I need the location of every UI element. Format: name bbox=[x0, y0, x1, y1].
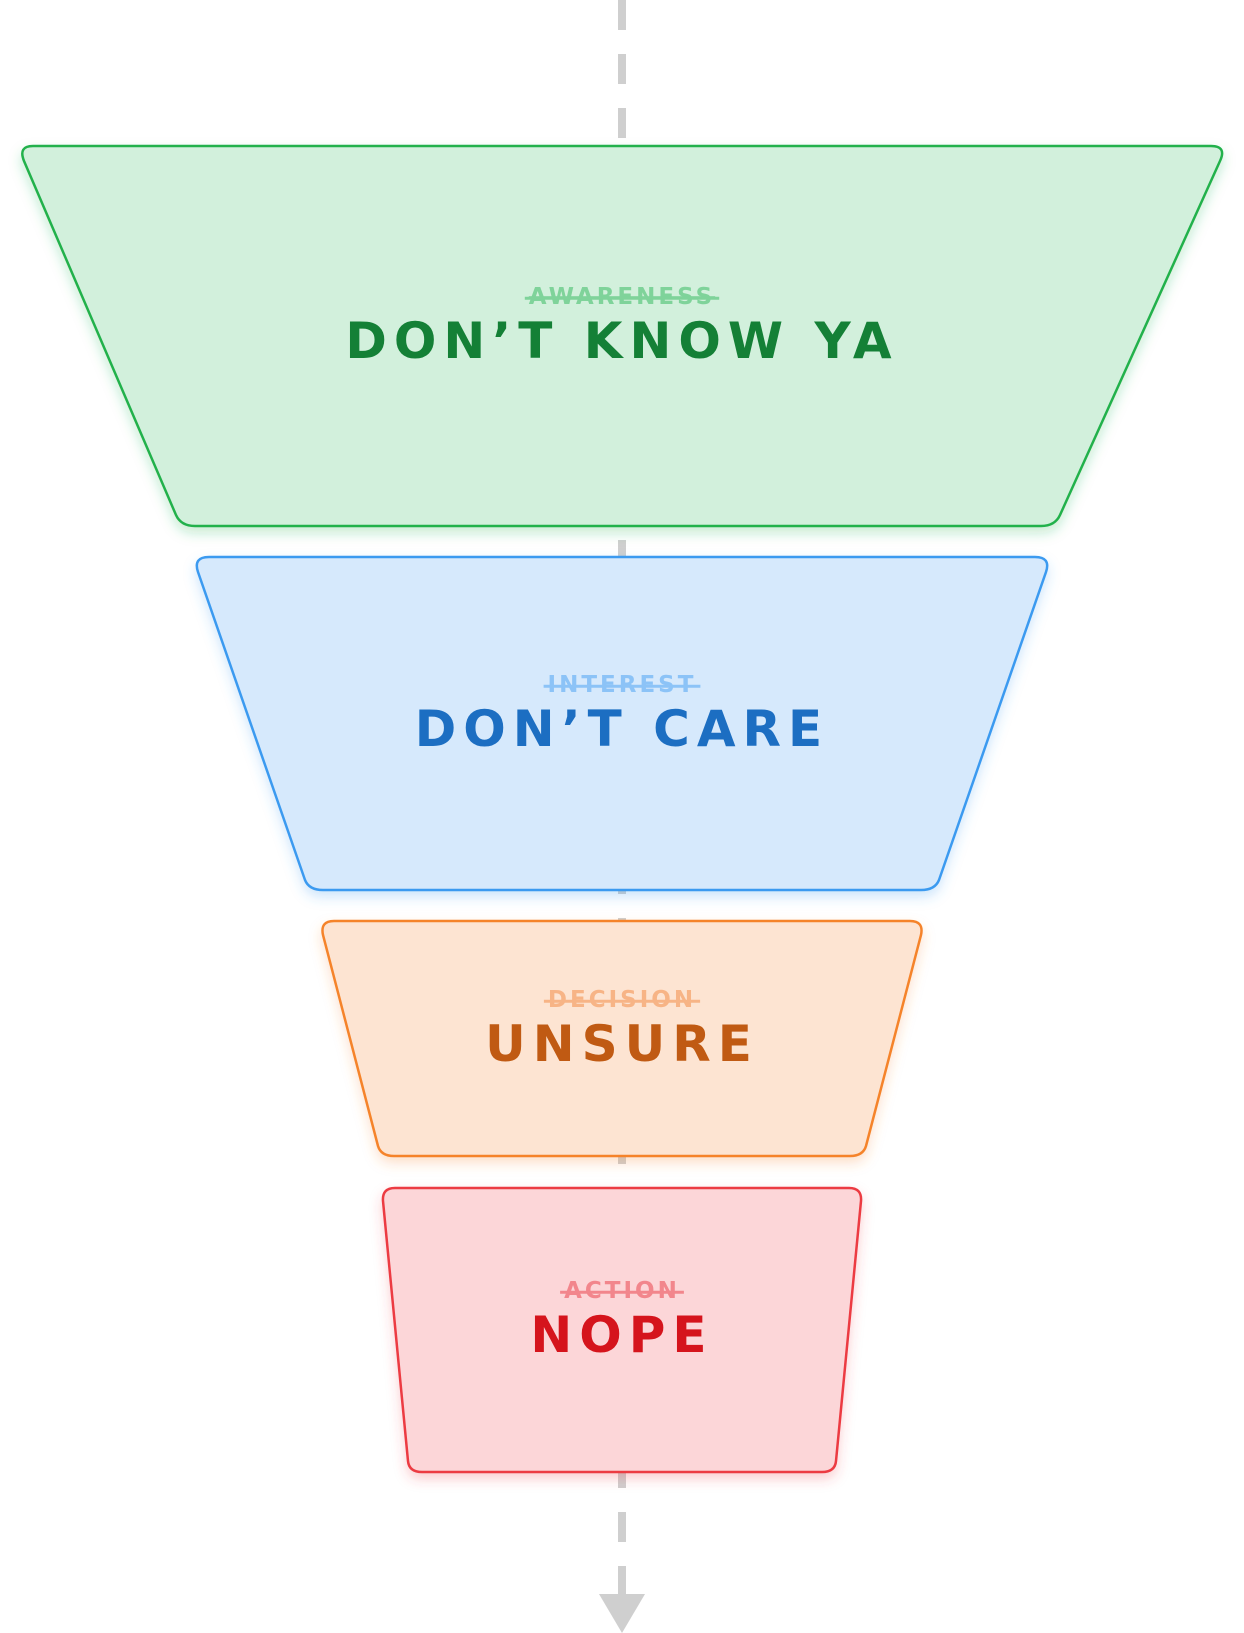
funnel-stage-action: ACTION NOPE bbox=[381, 1186, 863, 1474]
funnel-stage-interest: INTEREST DON’T CARE bbox=[195, 555, 1049, 892]
funnel-stage-decision: DECISION UNSURE bbox=[321, 919, 923, 1158]
funnel-stage-shape bbox=[381, 1186, 863, 1474]
stage-new-label: DON’T KNOW YA bbox=[345, 312, 898, 370]
stage-new-label: UNSURE bbox=[485, 1015, 759, 1073]
funnel-stage-shape bbox=[195, 555, 1049, 892]
stage-new-label: DON’T CARE bbox=[415, 700, 829, 758]
funnel-stage-awareness: AWARENESS DON’T KNOW YA bbox=[21, 144, 1224, 528]
funnel-stage-shape bbox=[21, 144, 1224, 528]
stage-new-label: NOPE bbox=[530, 1306, 713, 1364]
flow-arrow-head bbox=[599, 1594, 645, 1633]
funnel-stage-shape bbox=[321, 919, 923, 1158]
